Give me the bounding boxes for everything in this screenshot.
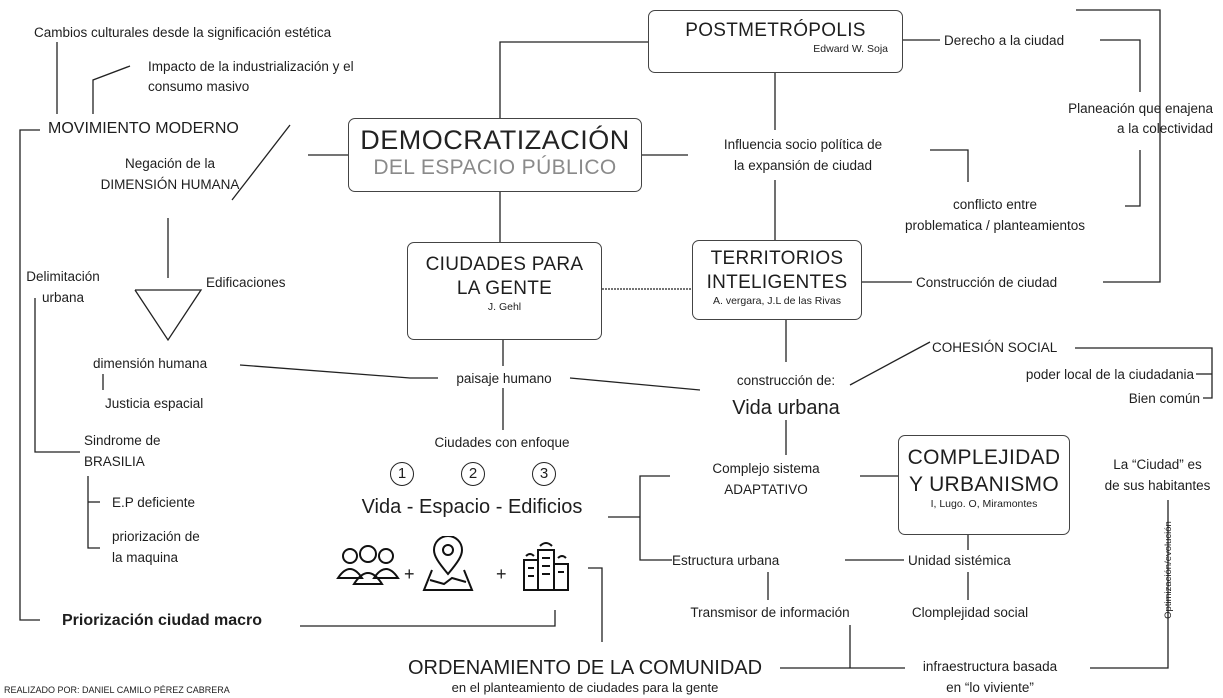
connector: [231, 124, 291, 201]
conflicto-line2: problematica / planteamientos: [904, 218, 1086, 233]
ciudades-line2: LA GENTE: [456, 278, 553, 299]
center-title-line1: DEMOCRATIZACIÓN: [360, 125, 630, 155]
conflicto-line1: conflicto entre: [952, 197, 1038, 212]
optimizacion-evolucion-text: Optimización/evolución: [1163, 521, 1174, 619]
connector: [92, 65, 131, 114]
complejidad-line1: COMPLEJIDAD: [907, 446, 1061, 469]
ciudades-line1: CIUDADES PARA: [425, 254, 584, 275]
bien-comun-text: Bien común: [1128, 391, 1200, 406]
territorios-author: A. vergara, J.L de las Rivas: [713, 295, 841, 307]
construccion-de-text: construcción de:: [736, 373, 836, 388]
postmetropolis-author: Edward W. Soja: [813, 43, 888, 55]
delimitacion-line2: urbana: [41, 290, 85, 305]
connector: [134, 289, 203, 342]
construccion-ciudad-text: Construcción de ciudad: [916, 275, 1058, 290]
complejo-line1: Complejo sistema: [712, 461, 820, 476]
map-pin-icon: [422, 535, 474, 599]
author-credit: REALIZADO POR: DANIEL CAMILO PÉREZ CABRE…: [4, 685, 230, 695]
priorizacion-macro-text: Priorización ciudad macro: [62, 612, 263, 629]
number-1-badge: 1: [390, 462, 414, 486]
ordenamiento-subtitle: en el planteamiento de ciudades para la …: [451, 680, 719, 695]
connector: [300, 610, 556, 627]
ordenamiento-title: ORDENAMIENTO DE LA COMUNIDAD: [407, 657, 763, 679]
priorizacion-line2: la maquina: [112, 550, 179, 565]
complejidad-line2: Y URBANISMO: [909, 473, 1059, 496]
postmetropolis-title: POSTMETRÓPOLIS: [685, 20, 866, 41]
ciudad-habitantes-line1: La “Ciudad” es: [1113, 457, 1202, 472]
connector: [588, 567, 603, 642]
number-2-badge: 2: [461, 462, 485, 486]
cohesion-social-text: COHESIÓN SOCIAL: [932, 340, 1058, 355]
infraestructura-line1: infraestructura basada: [922, 659, 1058, 674]
connector: [239, 364, 438, 379]
connector: [1090, 500, 1169, 669]
ciudades-gente-box: CIUDADES PARA LA GENTE J. Gehl: [407, 242, 602, 340]
territorios-line2: INTELIGENTES: [706, 272, 848, 293]
vida-espacio-edificios-text: Vida - Espacio - Edificios: [361, 496, 583, 518]
planeacion-line1: Planeación que enajena: [1068, 101, 1213, 116]
infraestructura-line2: en “lo viviente”: [946, 680, 1034, 695]
connector: [19, 129, 40, 621]
ciudad-habitantes-line2: de sus habitantes: [1104, 478, 1211, 493]
complejo-line2: ADAPTATIVO: [724, 482, 808, 497]
influencia-line2: la expansión de ciudad: [733, 158, 873, 173]
enfoque-text: Ciudades con enfoque: [434, 435, 570, 450]
people-group-icon: [336, 544, 400, 593]
poder-local-text: poder local de la ciudadania: [1025, 367, 1194, 382]
impacto-line2: consumo masivo: [148, 79, 250, 94]
estructura-urbana-text: Estructura urbana: [672, 553, 780, 568]
ep-deficiente-text: E.P deficiente: [112, 495, 196, 510]
planeacion-line2: a la colectividad: [1116, 121, 1213, 136]
edificaciones-text: Edificaciones: [206, 275, 286, 290]
connector: [499, 41, 648, 155]
territorios-line1: TERRITORIOS: [710, 248, 844, 269]
influencia-line1: Influencia socio política de: [723, 137, 883, 152]
connector: [569, 377, 701, 391]
sindrome-line2: BRASILIA: [84, 454, 145, 469]
connector: [639, 475, 672, 561]
derecho-ciudad-text: Derecho a la ciudad: [944, 33, 1065, 48]
dimension-humana-text: dimensión humana: [93, 356, 208, 371]
connector: [1100, 39, 1141, 92]
number-3-badge: 3: [532, 462, 556, 486]
delimitacion-line1: Delimitación: [26, 269, 100, 284]
plus-sign-1: +: [404, 564, 415, 584]
connector: [1076, 9, 1161, 283]
connector: [930, 149, 969, 182]
buildings-icon: [520, 538, 572, 597]
complejidad-social-text: Clomplejidad social: [911, 605, 1029, 620]
territorios-box: TERRITORIOS INTELIGENTES A. vergara, J.L…: [692, 240, 862, 320]
transmisor-text: Transmisor de información: [690, 605, 850, 620]
connector: [34, 298, 80, 453]
movimiento-moderno-text: MOVIMIENTO MODERNO: [48, 120, 239, 137]
democratizacion-box: DEMOCRATIZACIÓN DEL ESPACIO PÚBLICO: [348, 118, 642, 192]
connector: [87, 476, 100, 549]
connector: [1125, 150, 1141, 207]
impacto-line1: Impacto de la industrialización y el: [148, 59, 354, 74]
plus-sign-2: +: [496, 564, 507, 584]
negacion-line2: DIMENSIÓN HUMANA: [100, 177, 240, 192]
ciudades-author: J. Gehl: [487, 301, 522, 313]
vida-urbana-text: Vida urbana: [732, 397, 840, 419]
justicia-espacial-text: Justicia espacial: [105, 396, 204, 411]
priorizacion-line1: priorización de: [112, 529, 200, 544]
sindrome-line1: Sindrome de: [84, 433, 161, 448]
connector: [849, 341, 931, 386]
connector: [1075, 347, 1213, 399]
paisaje-humano-text: paisaje humano: [456, 371, 552, 386]
complejidad-box: COMPLEJIDAD Y URBANISMO I, Lugo. O, Mira…: [898, 435, 1070, 535]
complejidad-author: I, Lugo. O, Miramontes: [930, 498, 1038, 510]
unidad-sistemica-text: Unidad sistémica: [908, 553, 1011, 568]
postmetropolis-box: POSTMETRÓPOLIS Edward W. Soja: [648, 10, 903, 73]
negacion-line1: Negación de la: [124, 156, 216, 171]
cambios-culturales-text: Cambios culturales desde la significació…: [34, 25, 332, 40]
center-title-line2: DEL ESPACIO PÚBLICO: [373, 156, 617, 179]
